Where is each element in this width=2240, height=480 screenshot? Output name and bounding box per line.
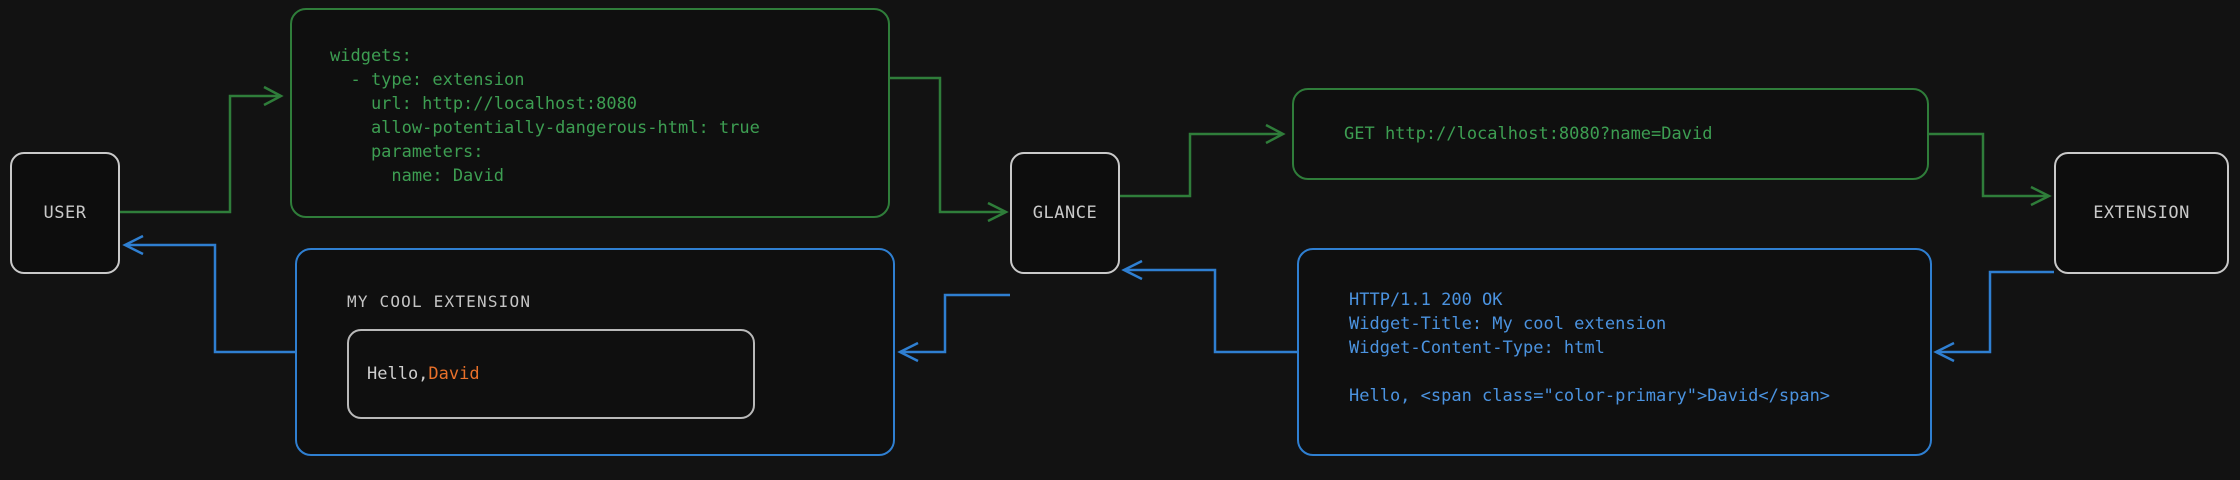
panel-http-response: HTTP/1.1 200 OK Widget-Title: My cool ex… — [1297, 248, 1932, 456]
arrowhead-into-extension — [2030, 185, 2052, 207]
arrowhead-into-widget — [897, 341, 919, 363]
arrowhead-into-yaml — [263, 85, 284, 107]
widget-greeting-text: Hello, — [367, 364, 429, 384]
arrowhead-into-glance-response — [1121, 259, 1143, 281]
node-glance-label: GLANCE — [1032, 203, 1098, 223]
panel-yaml-config: widgets: - type: extension url: http://l… — [290, 8, 890, 218]
arrowhead-into-get — [1265, 123, 1286, 145]
edge-response-to-glance — [1125, 268, 1297, 354]
edge-yaml-to-glance — [890, 76, 1005, 214]
edge-get-to-extension — [1929, 132, 2048, 198]
panel-rendered-widget: MY COOL EXTENSION Hello, David — [295, 248, 895, 456]
http-response-text: HTTP/1.1 200 OK Widget-Title: My cool ex… — [1349, 290, 1831, 406]
edge-glance-to-widget — [901, 293, 1010, 354]
yaml-config-text: widgets: - type: extension url: http://l… — [330, 46, 760, 186]
widget-accent-name: David — [428, 364, 480, 384]
node-glance[interactable]: GLANCE — [1010, 152, 1120, 274]
edge-widget-to-user — [126, 243, 295, 354]
arrowhead-into-glance — [987, 201, 1009, 223]
edge-extension-to-response — [1937, 270, 2054, 354]
arrowhead-into-user — [122, 234, 144, 256]
node-extension[interactable]: EXTENSION — [2054, 152, 2229, 274]
node-extension-label: EXTENSION — [2093, 203, 2190, 223]
widget-title: MY COOL EXTENSION — [347, 292, 532, 311]
arrowhead-into-response — [1933, 341, 1955, 363]
edge-glance-to-get — [1120, 132, 1282, 198]
node-user-label: USER — [43, 203, 87, 223]
node-user[interactable]: USER — [10, 152, 120, 274]
get-request-text: GET http://localhost:8080?name=David — [1344, 124, 1713, 144]
edge-user-to-yaml — [120, 94, 280, 214]
panel-get-request: GET http://localhost:8080?name=David — [1292, 88, 1929, 180]
widget-content-card: Hello, David — [347, 329, 755, 419]
